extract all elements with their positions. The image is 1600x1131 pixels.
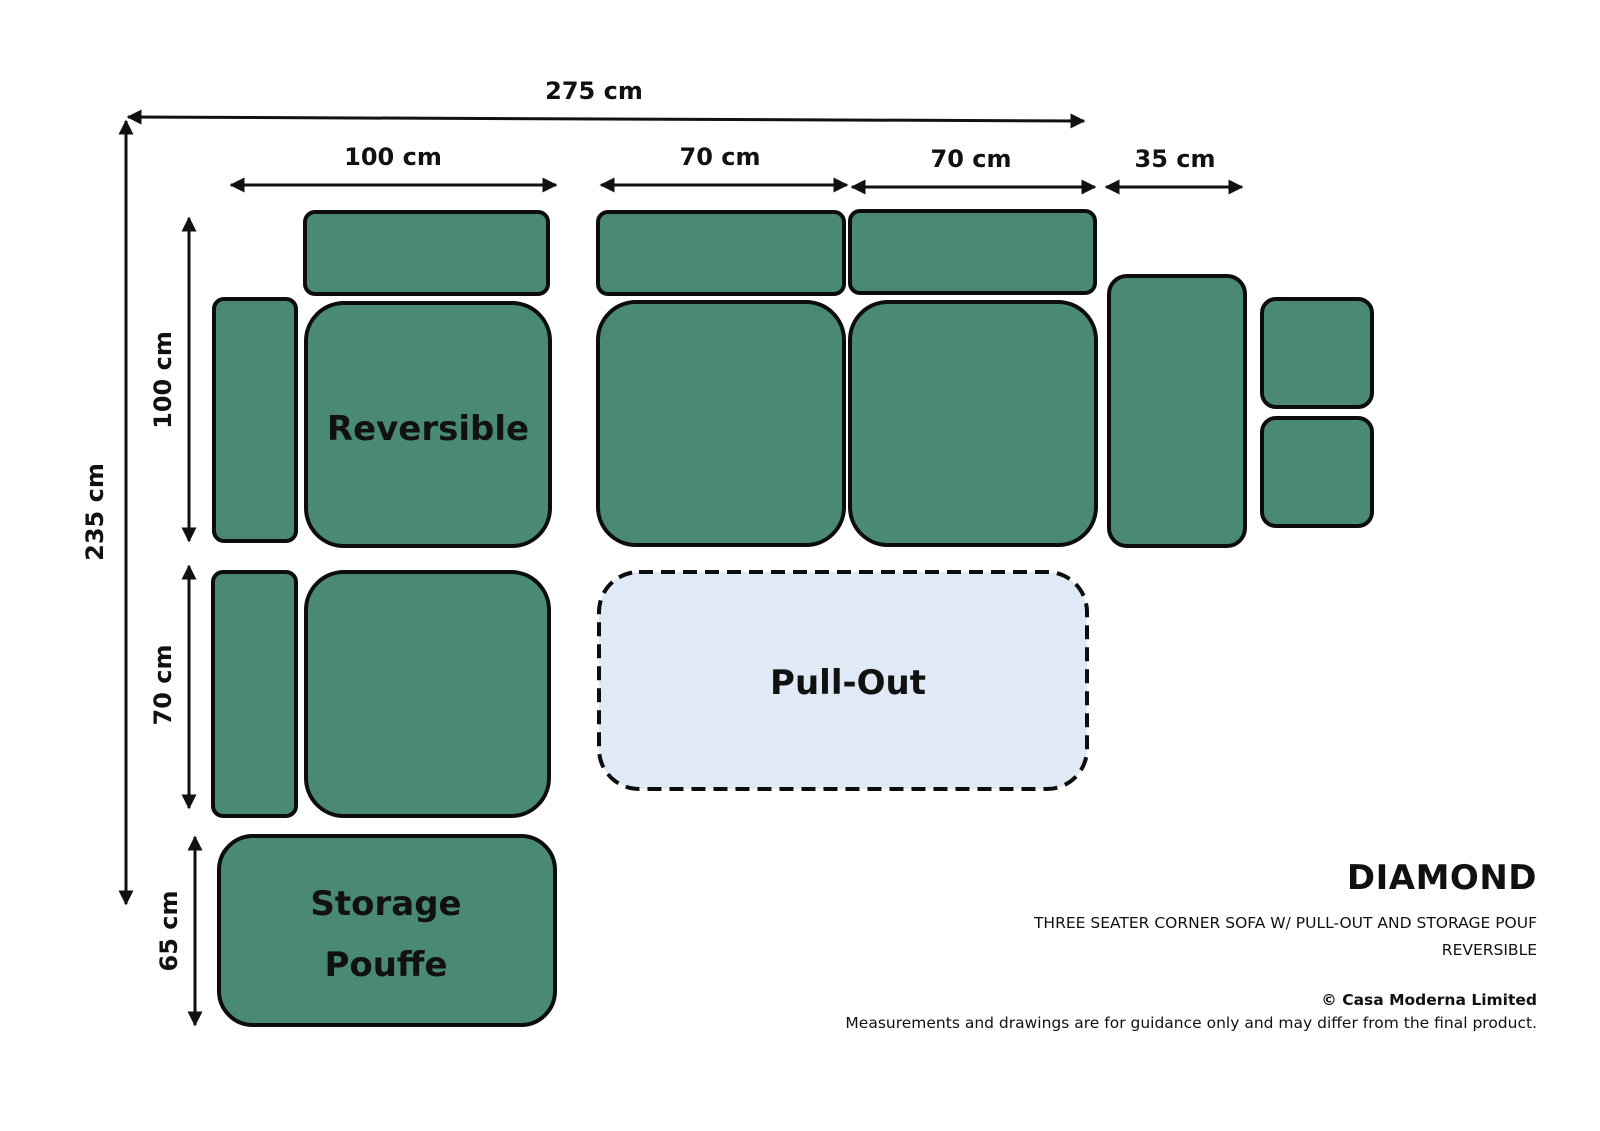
pouf-depth-dimension: 65 cm — [155, 835, 203, 1027]
product-info-block: DIAMOND THREE SEATER CORNER SOFA W/ PULL… — [637, 858, 1537, 1035]
chaise-depth-dimension: 70 cm — [149, 564, 197, 810]
overall-height-label: 235 cm — [81, 463, 109, 561]
corner-depth-label: 100 cm — [149, 331, 177, 429]
seat1-width-label: 70 cm — [680, 143, 761, 171]
seat1-back-cushion — [596, 210, 846, 296]
arm-width-label: 35 cm — [1135, 145, 1216, 173]
chaise-depth-label: 70 cm — [149, 645, 177, 726]
corner-back-cushion — [303, 210, 550, 296]
product-description-line1: THREE SEATER CORNER SOFA W/ PULL-OUT AND… — [1033, 914, 1537, 932]
seat2-width-label: 70 cm — [931, 145, 1012, 173]
small-cushion-top — [1260, 297, 1374, 409]
corner-width-dimension: 100 cm — [229, 143, 558, 193]
disclaimer-text: Measurements and drawings are for guidan… — [845, 1014, 1537, 1032]
chaise-side-backrest — [211, 570, 298, 818]
reversible-label: Reversible — [327, 409, 529, 449]
corner-side-backrest — [212, 297, 298, 543]
storage-label-line1: Storage — [310, 884, 461, 924]
seat2-width-dimension: 70 cm — [850, 145, 1097, 195]
storage-pouffe — [217, 834, 557, 1027]
pull-out-bed — [597, 570, 1089, 791]
overall-width-dimension: 275 cm — [126, 77, 1086, 129]
armrest-block — [1107, 274, 1247, 548]
overall-width-label: 275 cm — [545, 77, 643, 105]
corner-depth-dimension: 100 cm — [149, 216, 197, 543]
pull-out-label: Pull-Out — [770, 663, 926, 703]
corner-width-label: 100 cm — [344, 143, 442, 171]
corner-seat-cushion — [304, 301, 552, 548]
seat2-back-cushion — [848, 209, 1097, 295]
chaise-seat-cushion — [304, 570, 551, 818]
copyright-notice: © Casa Moderna Limited — [1321, 991, 1537, 1009]
seat1-width-dimension: 70 cm — [599, 143, 849, 193]
overall-height-dimension: 235 cm — [81, 119, 134, 906]
pouf-depth-label: 65 cm — [155, 891, 183, 972]
product-description-line2: REVERSIBLE — [1441, 941, 1537, 959]
storage-label-line2: Pouffe — [324, 945, 447, 985]
seat2-cushion — [848, 300, 1098, 547]
seat1-cushion — [596, 300, 846, 547]
overall-width-arrow — [126, 109, 1086, 129]
arm-width-dimension: 35 cm — [1104, 145, 1244, 195]
small-cushion-bottom — [1260, 416, 1374, 528]
product-name: DIAMOND — [1346, 858, 1537, 898]
